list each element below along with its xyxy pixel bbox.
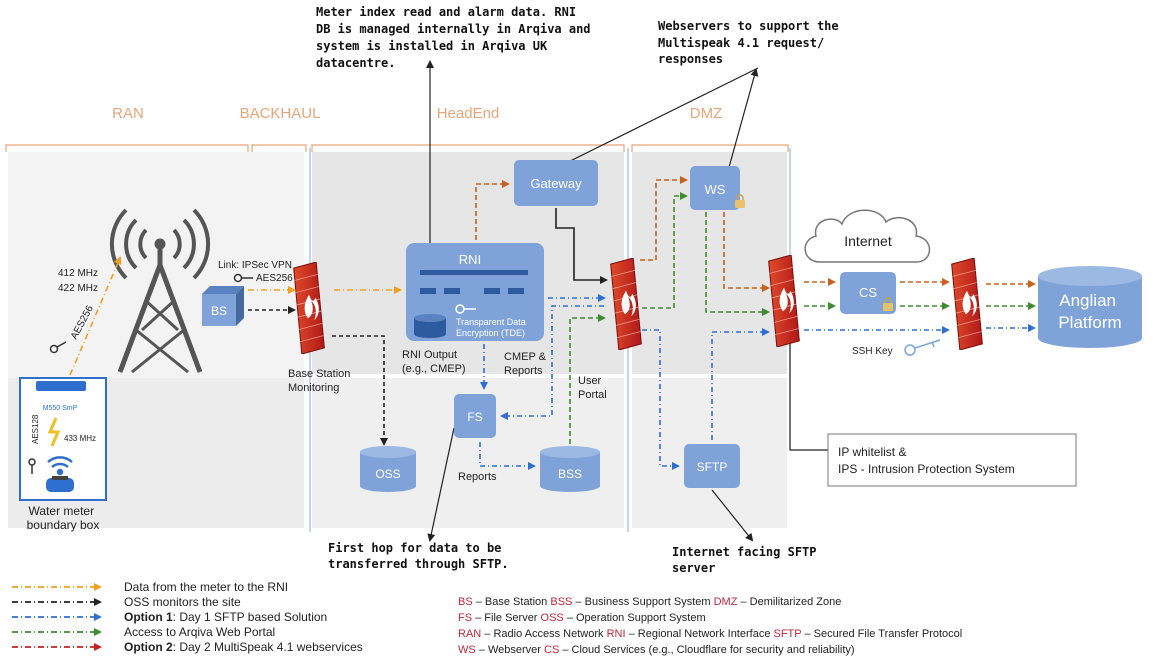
flow-bss-to-firewall <box>569 314 606 444</box>
legend-label-4: Option 2: Day 2 MultiSpeak 4.1 webservic… <box>124 640 363 654</box>
firewall-platform-icon <box>951 258 983 350</box>
ssh-key-icon <box>904 339 941 356</box>
rni-slots <box>420 288 524 294</box>
bss-node[interactable]: BSS <box>540 446 600 492</box>
legend-label-2: Option 1: Day 1 SFTP based Solution <box>124 610 327 624</box>
key-icon-radio <box>49 341 67 354</box>
ip-whitelist-box <box>827 433 1077 487</box>
flow-ws-to-dmz-firewall <box>705 212 770 316</box>
oss-node[interactable]: OSS <box>360 446 416 492</box>
glossary-line-0: BS – Base Station BSS – Business Support… <box>458 596 841 608</box>
callout-webservers: Webservers to support the Multispeak 4.1… <box>658 19 846 66</box>
pointer-first-hop <box>427 427 455 542</box>
sftp-node[interactable]: SFTP <box>684 444 740 488</box>
internet-label: Internet <box>844 233 892 249</box>
bss-label: BSS <box>558 467 582 481</box>
key-icon-tde <box>455 304 476 314</box>
flow-firewall-to-ws <box>640 176 688 261</box>
oss-label: OSS <box>375 467 400 481</box>
anglian-platform-node[interactable]: Anglian Platform <box>1038 266 1142 348</box>
zone-brackets <box>5 144 789 152</box>
pointer-ip-whitelist <box>789 300 828 451</box>
user-portal-label: User Portal <box>578 375 607 401</box>
radio-tower-icon <box>109 208 211 374</box>
database-icon <box>414 314 446 338</box>
meter-model-label: M550 SmP <box>43 405 78 412</box>
flow-ws-orange <box>723 212 770 292</box>
callout-meter-index: Meter index read and alarm data. RNI DB … <box>316 5 598 70</box>
glossary: BS – Base Station BSS – Business Support… <box>458 596 962 656</box>
bs-node[interactable]: BS <box>202 286 244 326</box>
tde-label: Transparent Data Encryption (TDE) <box>456 317 528 338</box>
cmep-reports-label: CMEP & Reports <box>504 351 549 377</box>
lightning-icon <box>47 417 61 447</box>
sftp-label: SFTP <box>697 460 728 474</box>
legend-label-3: Access to Arqiva Web Portal <box>124 625 275 639</box>
zone-label-dmz: DMZ <box>690 105 723 122</box>
ip-whitelist-text: IP whitelist & IPS - Intrusion Protectio… <box>838 445 1015 476</box>
callout-first-hop: First hop for data to be transferred thr… <box>328 541 509 571</box>
cs-label: CS <box>859 285 877 300</box>
aes128-label: AES128 <box>31 414 40 444</box>
fs-node[interactable]: FS <box>454 394 496 438</box>
flow-rni-to-gateway <box>475 180 510 240</box>
meter-freq-label: 433 MHz <box>64 434 96 443</box>
meter-module-icon <box>36 381 86 391</box>
glossary-line-1: FS – File Server OSS – Operation Support… <box>458 612 706 624</box>
ssh-key-label: SSH Key <box>852 346 893 357</box>
flow-firewall-to-oss <box>332 335 388 446</box>
gateway-label: Gateway <box>530 176 582 191</box>
ws-node[interactable]: WS <box>690 166 746 210</box>
flow-firewall-to-fs <box>500 305 604 420</box>
flow-sftp-to-dmz-firewall <box>711 328 770 440</box>
pointer-internet-sftp <box>711 489 754 542</box>
internet-cloud-icon[interactable]: Internet <box>804 209 931 263</box>
link-label: Link: IPSec VPN AES256 <box>218 260 295 284</box>
rni-bar <box>420 270 528 275</box>
key-icon-link <box>233 273 253 283</box>
cs-node[interactable]: CS <box>840 272 896 314</box>
anglian-platform-label: Anglian Platform <box>1058 291 1121 332</box>
flow-firewall-to-sftp <box>642 329 680 470</box>
callout-internet-sftp: Internet facing SFTP server <box>672 545 824 575</box>
freq-labels: 412 MHz 422 MHz <box>58 268 101 294</box>
glossary-line-2: RAN – Radio Access Network RNI – Regiona… <box>458 628 962 640</box>
gateway-node[interactable]: Gateway <box>514 160 598 206</box>
fs-label: FS <box>467 410 482 424</box>
pointer-gateway-to-callout <box>547 67 759 173</box>
boundary-box-label: Water meter boundary box <box>27 504 100 532</box>
glossary-line-3: WS – Webserver CS – Cloud Services (e.g.… <box>458 644 855 656</box>
rni-node[interactable]: RNI Transparent Data Encryption (TDE) <box>406 243 544 341</box>
legend-label-1: OSS monitors the site <box>124 595 241 609</box>
water-meter-icon <box>46 476 74 492</box>
key-icon-meter <box>28 458 36 474</box>
rni-label: RNI <box>459 252 481 267</box>
bs-label: BS <box>211 304 227 318</box>
flow-gateway-to-firewall <box>555 208 608 284</box>
pointer-ws-to-callout <box>725 68 759 179</box>
legend-label-0: Data from the meter to the RNI <box>124 580 288 594</box>
base-station-monitoring-label: Base Station Monitoring <box>288 368 353 394</box>
water-meter-box: M550 SmP 433 MHz AES128 <box>19 377 107 501</box>
reports-label: Reports <box>458 471 497 483</box>
zone-label-backhaul: BACKHAUL <box>240 105 321 122</box>
ws-label: WS <box>705 182 726 197</box>
zone-label-ran: RAN <box>112 105 144 122</box>
zone-label-headend: HeadEnd <box>437 105 500 122</box>
wifi-icon <box>47 456 73 476</box>
flow-meter-to-tower <box>69 256 122 376</box>
flow-firewall-to-ws-green <box>642 192 688 309</box>
rni-output-label: RNI Output (e.g., CMEP) <box>402 349 466 375</box>
